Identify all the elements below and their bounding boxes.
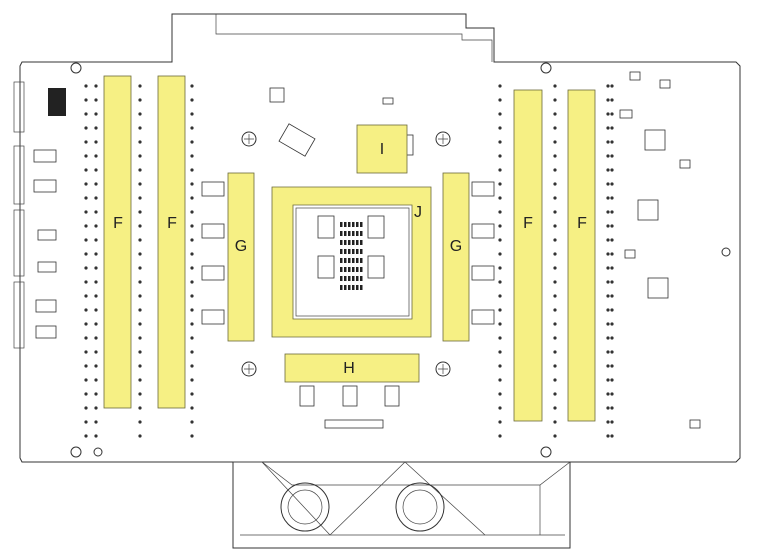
label-j: J bbox=[414, 204, 422, 221]
label-g-left: G bbox=[235, 238, 247, 255]
pad-f4 bbox=[567, 89, 596, 422]
io-port-2 bbox=[13, 209, 25, 277]
label-i: I bbox=[380, 141, 384, 158]
label-f3: F bbox=[523, 215, 533, 232]
pad-h bbox=[284, 353, 420, 383]
io-port-1 bbox=[13, 145, 25, 205]
board-outline bbox=[19, 13, 741, 463]
bracket-notch bbox=[215, 14, 493, 62]
label-f2: F bbox=[167, 215, 177, 232]
gpu-core bbox=[295, 207, 410, 317]
io-port-4 bbox=[13, 81, 25, 133]
port-right-outer bbox=[395, 482, 445, 532]
port-left-inner bbox=[287, 489, 323, 525]
top-components bbox=[269, 87, 414, 157]
port-right-inner bbox=[402, 489, 438, 525]
pad-i bbox=[356, 124, 408, 174]
pad-g-right bbox=[442, 172, 470, 342]
pad-j-ring bbox=[271, 186, 432, 338]
port-left-outer bbox=[280, 482, 330, 532]
label-g-right: G bbox=[450, 238, 462, 255]
pad-f1 bbox=[103, 75, 132, 409]
mounting-holes bbox=[70, 62, 731, 458]
terminal-block bbox=[232, 462, 571, 549]
label-f4: F bbox=[577, 215, 587, 232]
via-dots bbox=[84, 84, 614, 438]
label-f1: F bbox=[113, 215, 123, 232]
capacitors-left bbox=[201, 181, 225, 325]
label-h: H bbox=[343, 360, 355, 377]
right-components bbox=[619, 71, 701, 429]
pad-g-left bbox=[227, 172, 255, 342]
capacitors-bottom bbox=[299, 385, 400, 429]
terminal-chamfer bbox=[233, 461, 571, 486]
terminal-diagonal-1 bbox=[261, 461, 406, 536]
pad-f2 bbox=[157, 75, 186, 409]
io-port-3 bbox=[13, 281, 25, 349]
terminal-diagonal-2 bbox=[404, 461, 541, 536]
left-components bbox=[33, 88, 66, 339]
pad-f3 bbox=[513, 89, 543, 422]
capacitors-right bbox=[471, 181, 495, 325]
